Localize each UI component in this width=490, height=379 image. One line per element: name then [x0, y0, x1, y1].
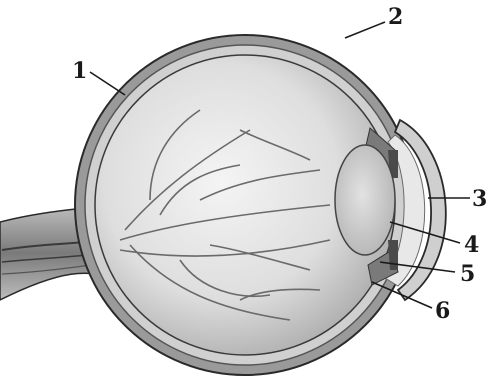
callout-1: 1: [72, 58, 87, 84]
callout-2: 2: [388, 4, 403, 30]
callout-6: 6: [435, 298, 450, 324]
leader-line-2: [345, 22, 385, 38]
callout-4: 4: [464, 232, 479, 258]
callout-5: 5: [460, 261, 475, 287]
leader-line-1: [90, 72, 125, 95]
callout-3: 3: [472, 186, 487, 212]
lens: [335, 145, 395, 255]
